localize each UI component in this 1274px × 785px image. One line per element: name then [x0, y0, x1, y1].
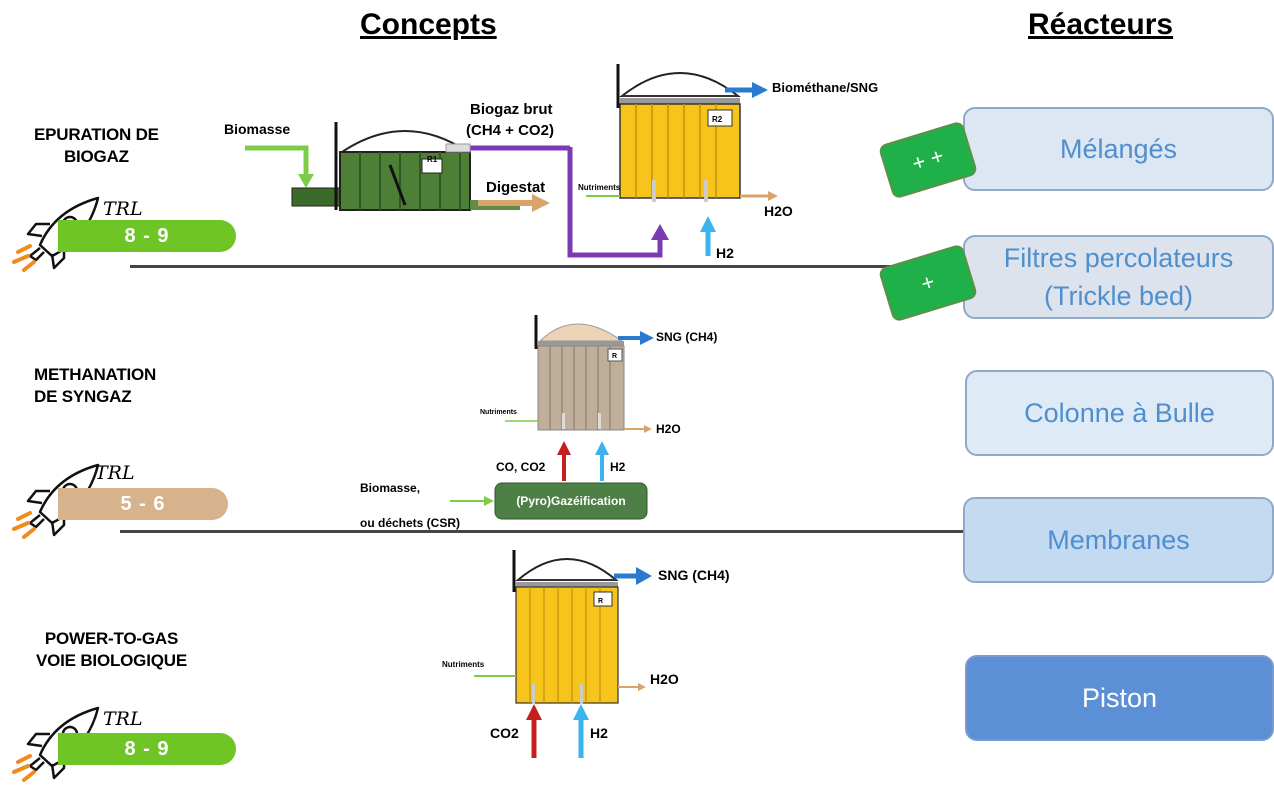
h2-label: H2	[716, 245, 734, 261]
separator-line	[120, 530, 1010, 533]
co-co2-label: CO, CO2	[496, 460, 546, 474]
r-label: R	[598, 598, 603, 605]
raw-biogas-label: Biogaz brut	[470, 101, 553, 118]
concept-name-biogas: EPURATION DE BIOGAZ	[34, 125, 159, 166]
h2-label: H2	[590, 725, 608, 741]
trl-label: TRL	[103, 708, 143, 730]
separator-line	[130, 265, 1010, 268]
nutrients-label: Nutriments	[480, 409, 517, 416]
h2-label: H2	[610, 460, 626, 474]
nutrients-label: Nutriments	[442, 660, 485, 669]
trl-badge-syngas: 5 - 6	[58, 488, 228, 520]
sng-label: SNG (CH4)	[658, 567, 730, 583]
reactor-mixed: Mélangés	[963, 107, 1274, 191]
biomethane-label: Biométhane/SNG	[772, 80, 878, 95]
r-label: R	[612, 353, 617, 360]
reactor-bubble-column: Colonne à Bulle	[965, 370, 1274, 456]
trl-badge-power-to-gas: 8 - 9	[58, 733, 236, 765]
co2-label: CO2	[490, 725, 519, 741]
sng-label: SNG (CH4)	[656, 330, 717, 344]
syngas-methanation-diagram: R SNG (CH4) Nutriments H2O CO, CO2 H2 Bi…	[360, 315, 717, 530]
h2o-label: H2O	[650, 671, 679, 687]
trl-label: TRL	[95, 462, 135, 484]
biogas-upgrading-diagram: Biomasse R1 Biogaz brut (CH4 + CO2) Dige…	[224, 64, 878, 261]
reactor-trickle-bed: Filtres percolateurs (Trickle bed)	[963, 235, 1274, 319]
trl-label: TRL	[103, 198, 143, 220]
gasification-label: (Pyro)Gazéification	[516, 494, 625, 508]
nutrients-label: Nutriments	[578, 183, 621, 192]
r1-label: R1	[427, 155, 438, 164]
biomass-label: Biomasse	[224, 121, 290, 137]
concept-name-syngas: METHANATION DE SYNGAZ	[34, 365, 157, 406]
h2o-label: H2O	[764, 203, 793, 219]
biomass-label: Biomasse,	[360, 481, 420, 495]
reactor-piston: Piston	[965, 655, 1274, 741]
power-to-gas-diagram: R SNG (CH4) Nutriments H2O CO2 H2	[442, 550, 730, 758]
reactor-membranes: Membranes	[963, 497, 1274, 583]
reactors-header: Réacteurs	[1028, 8, 1174, 41]
waste-label: ou déchets (CSR)	[360, 516, 460, 530]
h2o-label: H2O	[656, 422, 681, 436]
concepts-header: Concepts	[360, 8, 497, 41]
concept-name-power-to-gas: POWER-TO-GAS VOIE BIOLOGIQUE	[36, 629, 187, 670]
r2-label: R2	[712, 115, 723, 124]
raw-biogas-composition: (CH4 + CO2)	[466, 122, 554, 139]
trl-badge-biogas: 8 - 9	[58, 220, 236, 252]
digestate-label: Digestat	[486, 179, 545, 196]
